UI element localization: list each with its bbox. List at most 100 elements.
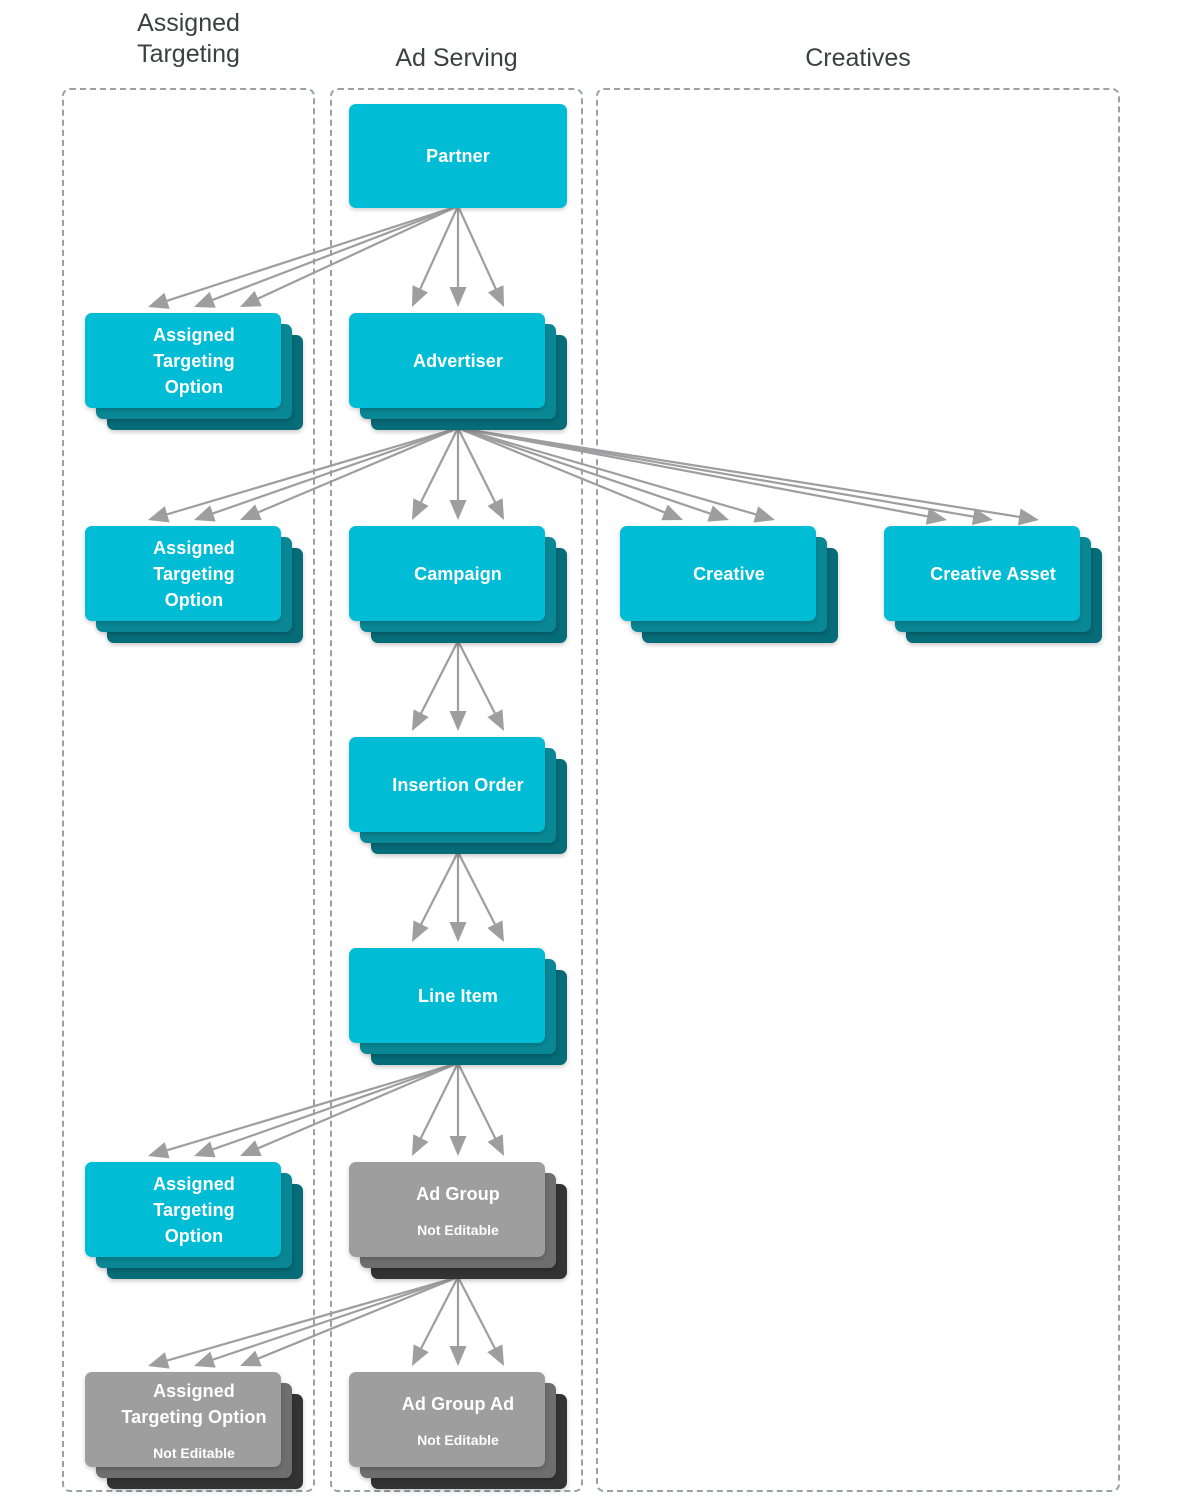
arrow-line [457, 1276, 497, 1351]
node-subtitle: Not Editable [417, 1221, 499, 1238]
node-text-block: Creative Asset [930, 561, 1056, 587]
arrow-line [164, 1061, 459, 1152]
arrow-line [255, 205, 459, 301]
arrow-line [457, 851, 497, 927]
node-creative[interactable]: Creative [620, 526, 838, 643]
node-assigned-targeting-option-partner[interactable]: Assigned Targeting Option [85, 313, 303, 430]
arrow-line [418, 205, 460, 292]
node-title: Assigned Targeting Option [153, 1173, 235, 1246]
node-subtitle: Not Editable [153, 1444, 235, 1461]
edge-insertion-order-to-line-item [412, 851, 504, 942]
column-header-ad-serving: Ad Serving [395, 44, 518, 72]
edge-line-item-to-ad-group [412, 1062, 504, 1156]
edge-line-item-to-assigned-targeting-option-line-item [148, 1061, 459, 1159]
edge-partner-to-assigned-targeting-option-partner [148, 204, 459, 309]
node-text-block: Partner [426, 143, 490, 169]
arrow-head [412, 1344, 429, 1366]
arrow-head [487, 920, 504, 942]
arrow-line [457, 426, 759, 517]
arrow-head [487, 285, 504, 307]
arrow-head [449, 711, 467, 731]
node-title: Advertiser [412, 350, 504, 371]
node-face: Insertion Order [349, 737, 545, 832]
edge-ad-group-to-ad-group-ad [412, 1276, 504, 1366]
arrow-head [194, 291, 216, 308]
arrow-line [457, 1062, 498, 1141]
node-text-block: Line Item [418, 983, 498, 1009]
node-insertion-order[interactable]: Insertion Order [349, 737, 567, 854]
edge-advertiser-to-creative [457, 426, 775, 523]
arrow-head [148, 1352, 170, 1369]
edge-advertiser-to-assigned-targeting-option-campaign [148, 426, 459, 523]
arrow-head [449, 1136, 467, 1156]
node-title: Line Item [418, 985, 498, 1006]
arrow-head [753, 506, 775, 523]
arrow-line [457, 426, 1022, 519]
node-advertiser[interactable]: Advertiser [349, 313, 567, 430]
arrow-line [457, 426, 667, 515]
node-line-item[interactable]: Line Item [349, 948, 567, 1065]
node-title: Partner [426, 146, 490, 166]
node-face: Line Item [349, 948, 545, 1043]
arrow-head [412, 1134, 429, 1156]
arrow-head [412, 285, 429, 307]
arrow-head [240, 290, 262, 307]
node-assigned-targeting-option-line-item[interactable]: Assigned Targeting Option [85, 1162, 303, 1279]
node-title: Insertion Order [392, 774, 524, 795]
column-header-creatives: Creatives [805, 44, 911, 72]
arrow-head [487, 709, 504, 731]
arrow-head [412, 920, 429, 942]
arrow-head [971, 508, 993, 525]
node-text-block: Creative [693, 561, 765, 587]
node-title: Ad Group Ad [401, 1393, 515, 1414]
arrow-line [418, 1062, 459, 1141]
node-ad-group-ad[interactable]: Ad Group Ad Not Editable [349, 1372, 567, 1489]
arrow-head [194, 505, 216, 522]
node-creative-asset[interactable]: Creative Asset [884, 526, 1102, 643]
node-campaign[interactable]: Campaign [349, 526, 567, 643]
arrow-line [256, 426, 459, 515]
column-header-assigned-targeting: Assigned Targeting [137, 9, 240, 68]
arrow-line [256, 1275, 459, 1361]
arrow-line [457, 427, 497, 505]
arrow-head [487, 1344, 504, 1366]
edge-ad-group-to-assigned-targeting-option-ad-group [148, 1275, 459, 1369]
group-assigned-targeting [62, 88, 315, 1492]
node-face: Campaign [349, 526, 545, 621]
arrow-head [148, 506, 170, 523]
arrow-line [457, 426, 976, 519]
node-face: Assigned Targeting Option [85, 1162, 281, 1257]
node-subtitle: Not Editable [417, 1431, 499, 1448]
node-text-block: Campaign [414, 561, 502, 587]
arrow-line [164, 426, 459, 516]
node-face: Advertiser [349, 313, 545, 408]
arrow-head [487, 498, 504, 520]
arrow-line [419, 1276, 459, 1351]
arrow-line [164, 204, 459, 303]
arrow-head [412, 498, 429, 520]
node-text-block: Assigned Targeting Option [153, 535, 235, 613]
edge-advertiser-to-campaign [412, 427, 504, 520]
arrow-line [256, 1061, 459, 1150]
node-text-block: Assigned Targeting Option [153, 1171, 235, 1249]
arrow-line [210, 426, 459, 516]
node-title: Assigned Targeting Option [153, 324, 235, 397]
node-face: Creative [620, 526, 816, 621]
group-ad-serving [330, 88, 583, 1492]
arrow-head [707, 505, 729, 522]
node-partner[interactable]: Partner [349, 104, 567, 208]
arrow-line [210, 1061, 459, 1152]
arrow-head [449, 500, 467, 520]
arrow-head [240, 504, 262, 521]
arrow-line [419, 851, 459, 927]
node-assigned-targeting-option-campaign[interactable]: Assigned Targeting Option [85, 526, 303, 643]
edge-campaign-to-insertion-order [412, 640, 504, 731]
arrow-head [1017, 508, 1039, 526]
arrow-head [194, 1141, 216, 1158]
